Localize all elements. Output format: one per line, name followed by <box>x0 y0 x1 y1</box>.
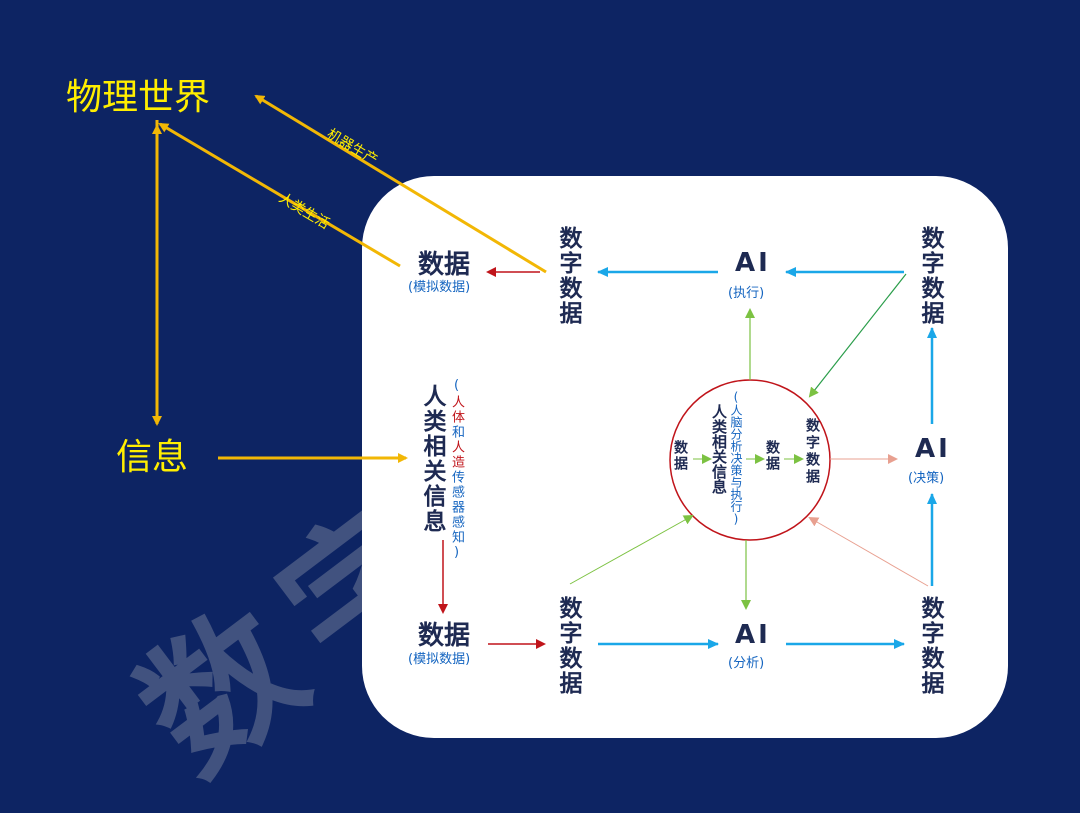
circle-mid-data: 数据 <box>764 440 780 472</box>
digital-data-bottom-right: 数字数据 <box>917 596 943 696</box>
ai-decide-sub: (决策) <box>908 471 945 486</box>
data-bottom-left-sub: (模拟数据) <box>408 652 471 667</box>
arrow-data-to-world <box>158 122 401 268</box>
sensor-text-ren1: 人 <box>449 395 464 410</box>
info-label: 信息 <box>116 437 189 478</box>
circle-right-digital: 数字数据 <box>804 418 820 486</box>
data-top-left-label: 数据 <box>418 250 471 280</box>
physical-world-label: 物理世界 <box>66 77 211 118</box>
sensor-text-rest: 传感器感知) <box>449 470 464 562</box>
ai-analyze-sub: (分析) <box>728 656 765 671</box>
sensor-text-ren2: 人 <box>449 440 464 455</box>
circle-left-data: 数据 <box>672 440 688 472</box>
ai-execute-label: AI <box>735 248 771 278</box>
digital-data-top-right: 数字数据 <box>917 226 943 326</box>
sensor-text: (人体和人造传感器感知) <box>449 378 464 562</box>
sensor-text-ti: 体 <box>449 410 464 425</box>
ai-analyze-label: AI <box>735 620 771 650</box>
digital-data-bottom-middle: 数字数据 <box>555 596 581 696</box>
arrow-digital-to-circle-lower-right <box>808 517 929 587</box>
sensor-text-open: ( <box>449 378 464 395</box>
sensor-text-he: 和 <box>449 425 464 440</box>
data-top-left-sub: (模拟数据) <box>408 280 471 295</box>
circle-center-title: 人类相关信息 <box>710 404 728 494</box>
data-bottom-left-label: 数据 <box>418 621 471 651</box>
arrow-digital-to-circle <box>808 273 907 398</box>
ai-decide-label: AI <box>915 434 951 464</box>
arrow-digital-to-world <box>254 94 547 274</box>
circle-center-sub: (人脑分析决策与执行) <box>729 390 743 526</box>
digital-data-top-middle: 数字数据 <box>555 226 581 326</box>
ai-execute-sub: (执行) <box>728 286 765 301</box>
human-related-info: 人类相关信息 <box>419 384 445 534</box>
arrow-digital-to-circle-lower <box>569 515 694 585</box>
sensor-text-zao: 造 <box>449 455 464 470</box>
